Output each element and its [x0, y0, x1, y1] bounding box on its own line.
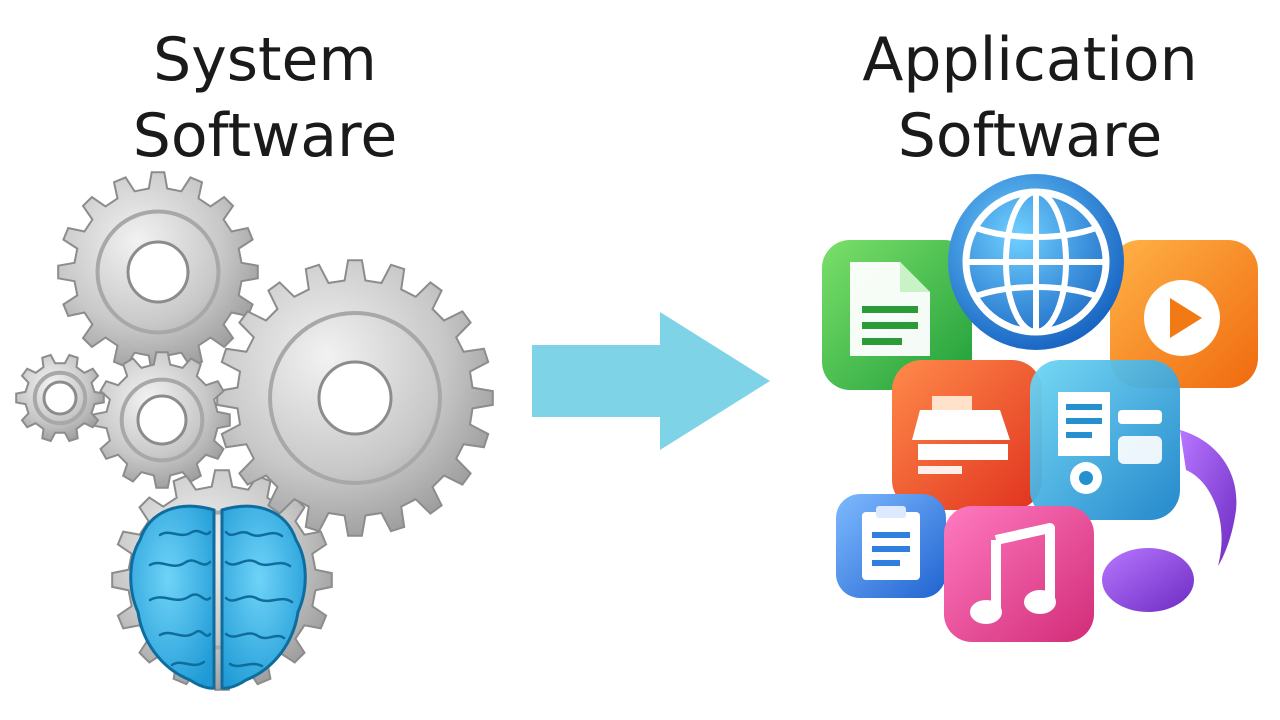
- music-app-icon: [944, 506, 1094, 642]
- gears-and-brain-icon: [15, 171, 494, 691]
- gear-icon-top: [57, 171, 259, 373]
- document-app-icon: [822, 240, 972, 390]
- brain-icon: [129, 504, 307, 690]
- application-software-title-line1: Application: [862, 25, 1198, 95]
- video-app-icon: [1110, 240, 1258, 388]
- application-software-title: Application Software: [830, 22, 1230, 174]
- writing-app-icon: [892, 360, 1042, 510]
- music-note-icon: [1102, 420, 1237, 612]
- gear-icon-large: [216, 259, 494, 537]
- system-software-title-line2: Software: [132, 101, 398, 171]
- clipboard-app-icon: [836, 494, 946, 598]
- system-software-title: System Software: [110, 22, 420, 174]
- form-app-icon: [1030, 360, 1180, 520]
- application-software-title-line2: Software: [897, 101, 1163, 171]
- app-icons-cluster: [822, 174, 1258, 642]
- gear-icon-medium: [93, 351, 231, 489]
- right-arrow-icon: [532, 312, 770, 450]
- system-software-title-line1: System: [153, 25, 377, 95]
- globe-icon: [948, 174, 1124, 350]
- gear-icon-small: [15, 353, 105, 443]
